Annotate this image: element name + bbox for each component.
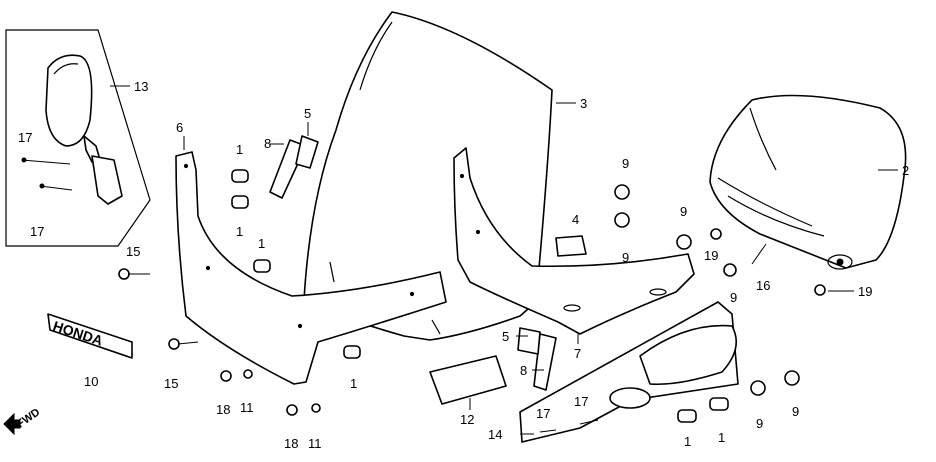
right-cowl-7 [453,147,695,335]
callout-9-b: 9 [622,250,629,265]
meter-case-2 [709,94,907,270]
callout-1-a: 1 [236,142,243,157]
callout-12: 12 [460,412,474,427]
callout-17-d: 17 [574,394,588,409]
fwd-label: FWD [15,406,42,430]
callout-1-f: 1 [718,430,725,445]
callout-19-b: 19 [858,284,872,299]
callout-1-e: 1 [684,434,691,449]
leader-lines [110,85,898,435]
callout-17-a: 17 [18,130,32,145]
hardware [118,135,826,423]
callout-2: 2 [902,163,909,178]
callout-7: 7 [574,346,581,361]
strip-4 [555,235,587,257]
callout-17-b: 17 [30,224,44,239]
fwd-arrow: FWD [3,406,42,436]
callout-10: 10 [84,374,98,389]
callout-9-e: 9 [756,416,763,431]
callout-14: 14 [488,427,502,442]
callout-15-a: 15 [126,244,140,259]
callout-4: 4 [572,212,579,227]
callout-1-d: 1 [350,376,357,391]
callout-9-a: 9 [622,156,629,171]
callout-9-d: 9 [730,290,737,305]
mirror-plate-14 [519,301,739,443]
mirror-box-13 [5,29,151,247]
callout-13: 13 [134,79,148,94]
callout-6: 6 [176,120,183,135]
callout-1-c: 1 [258,236,265,251]
callout-9-c: 9 [680,204,687,219]
callout-5-a: 5 [304,106,311,121]
callout-5-b: 5 [502,329,509,344]
emblem-text: HONDA [51,318,105,349]
callout-19-a: 19 [704,248,718,263]
callout-8-a: 8 [264,136,271,151]
callout-3: 3 [580,96,587,111]
callout-1-b: 1 [236,224,243,239]
callout-17-c: 17 [536,406,550,421]
callout-11-a: 11 [240,400,254,415]
callouts: 13 17 17 6 1 1 1 8 5 3 2 9 9 9 4 19 9 16… [18,79,909,451]
callout-11-b: 11 [308,436,322,451]
callout-8-b: 8 [520,363,527,378]
pad-12 [429,355,507,405]
callout-15-b: 15 [164,376,178,391]
left-cowl-6 [175,151,447,385]
callout-16: 16 [756,278,770,293]
callout-9-f: 9 [792,404,799,419]
callout-18-b: 18 [284,436,298,451]
emblem-10: HONDA [47,313,133,359]
callout-18-a: 18 [216,402,230,417]
